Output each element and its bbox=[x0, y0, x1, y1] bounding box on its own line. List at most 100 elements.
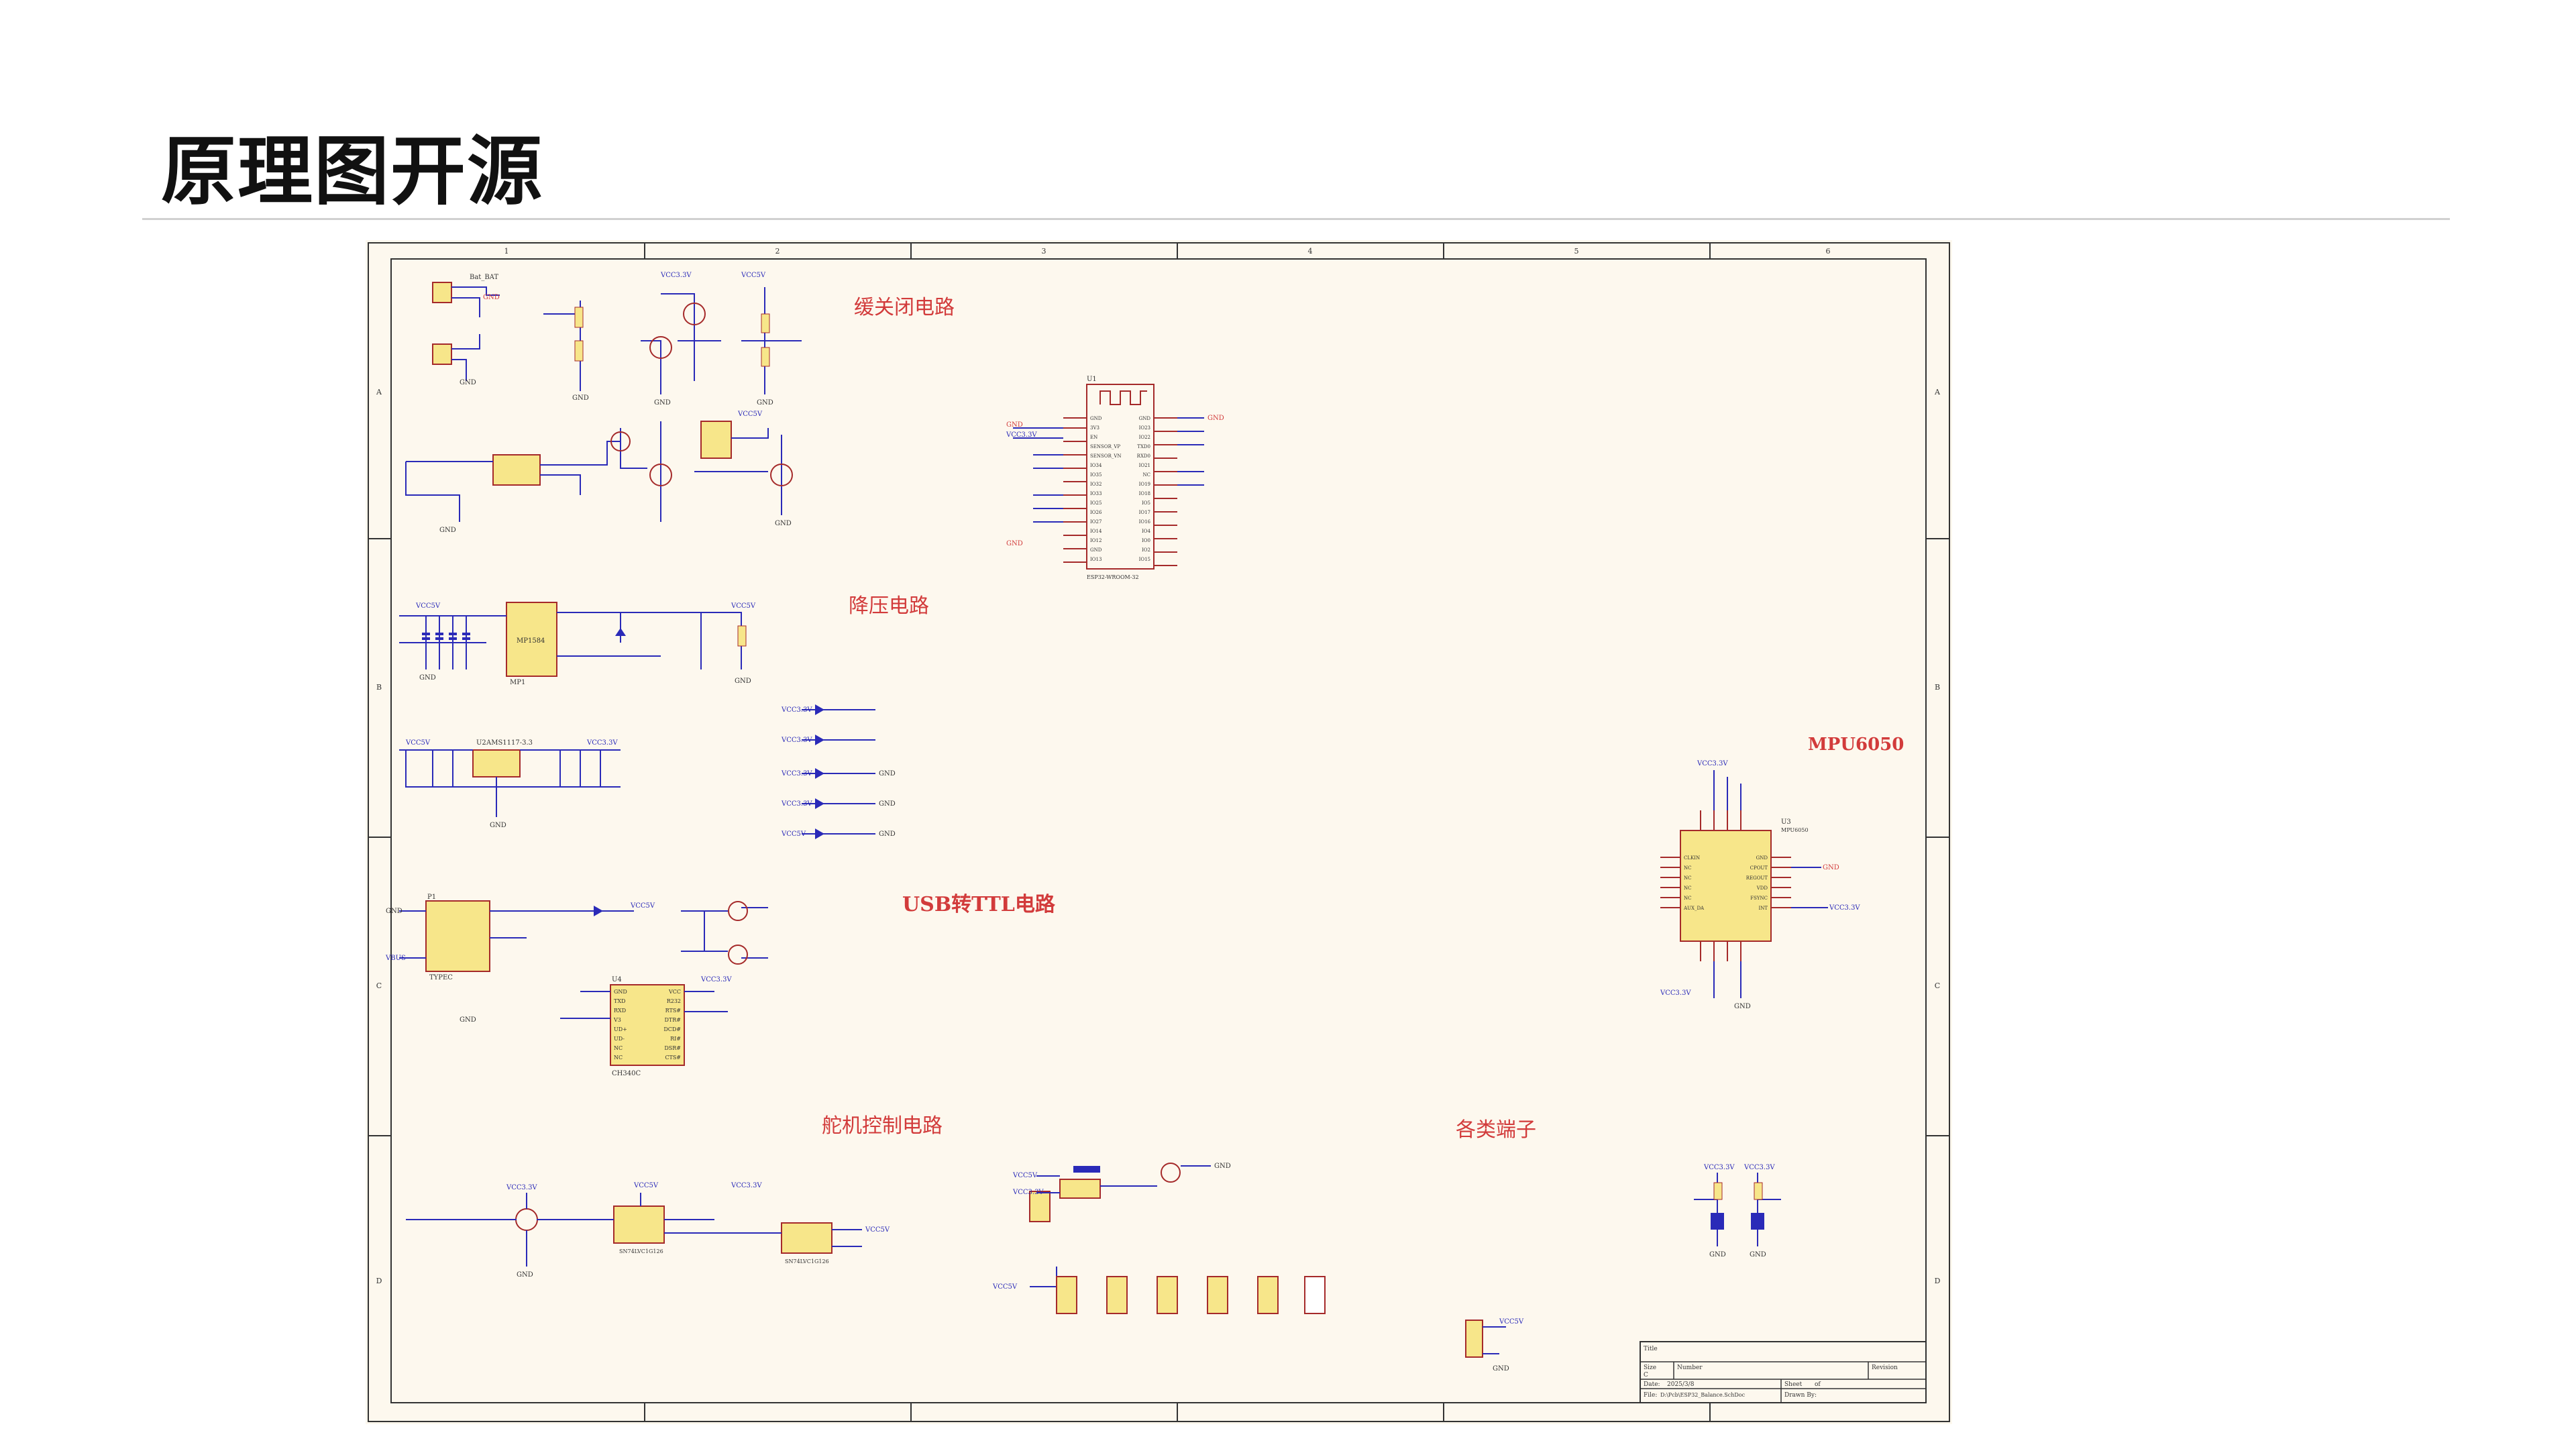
section-label-usb-ttl: USB转TTL电路 bbox=[902, 893, 1056, 916]
pin-label: IO18 bbox=[1139, 491, 1150, 496]
net-label-gnd: GND bbox=[490, 822, 506, 829]
section-label-power-switch: 缓关闭电路 bbox=[854, 296, 955, 319]
net-label-gnd: GND bbox=[460, 1016, 476, 1024]
pin-label: CLKIN bbox=[1684, 855, 1700, 861]
terminal-headers: VCC5V VCC3.3V GND VCC5V VCC5V GND bbox=[992, 1163, 1524, 1373]
title-block-sheet-of: of bbox=[1815, 1381, 1821, 1388]
net-label-gnd: GND bbox=[1493, 1365, 1509, 1373]
net-label-vbus: VBUS bbox=[385, 955, 406, 962]
part-label-typec: P1 bbox=[427, 894, 436, 901]
section-label-terminals: 各类端子 bbox=[1456, 1118, 1536, 1142]
pin-label: NC bbox=[1684, 875, 1691, 881]
net-label-gnd: GND bbox=[735, 678, 751, 685]
pin-label: IO21 bbox=[1139, 463, 1150, 468]
buck-circuit: MP1 MP1584 VCC5V VCC5V GND GND bbox=[399, 602, 756, 686]
pin-label: NC bbox=[1684, 865, 1691, 871]
net-label-gnd: GND bbox=[419, 674, 436, 682]
servo-circuit: SN74LVC1G126 SN74LVC1G126 VCC3.3V VCC5V … bbox=[406, 1182, 890, 1279]
title-block-size-value: C bbox=[1644, 1372, 1648, 1379]
pin-label: AUX_DA bbox=[1683, 906, 1705, 911]
net-label-vcc5: VCC5V bbox=[731, 602, 756, 610]
pin-label: VCC bbox=[668, 989, 681, 995]
pin-label: IO25 bbox=[1090, 500, 1102, 506]
pin-label: IO0 bbox=[1142, 538, 1150, 543]
part-name-typec: TYPEC bbox=[429, 974, 453, 981]
title-divider bbox=[142, 218, 2450, 220]
net-label-gnd: GND bbox=[1208, 415, 1224, 422]
row-label: A bbox=[1934, 388, 1941, 396]
page-title: 原理图开源 bbox=[161, 128, 543, 215]
pin-label: EN bbox=[1090, 435, 1097, 440]
title-block-file-value: D:\Pcb\ESP32_Balance.SchDoc bbox=[1660, 1392, 1746, 1398]
pin-label: IO17 bbox=[1139, 510, 1150, 515]
row-label: B bbox=[376, 683, 382, 692]
pin-label: VDD bbox=[1756, 885, 1768, 891]
pin-label: RTS# bbox=[665, 1008, 682, 1014]
pin-label: INT bbox=[1758, 906, 1768, 911]
pin-label: GND bbox=[1090, 547, 1102, 553]
pin-label: SENSOR_VP bbox=[1090, 444, 1120, 449]
pin-label: IO5 bbox=[1142, 500, 1150, 506]
pin-label: CTS# bbox=[665, 1055, 681, 1061]
pin-label: GND bbox=[614, 989, 627, 995]
title-block-file-label: File: bbox=[1644, 1392, 1657, 1399]
col-label: 2 bbox=[775, 247, 780, 256]
pin-label: GND bbox=[1090, 416, 1102, 421]
part-name-level1: SN74LVC1G126 bbox=[619, 1248, 663, 1254]
net-label-gnd: GND bbox=[879, 770, 896, 777]
net-label-vcc33: VCC3.3V bbox=[506, 1184, 537, 1191]
pin-label: RI# bbox=[670, 1036, 681, 1042]
net-label-vcc5: VCC5V bbox=[992, 1283, 1018, 1291]
pin-label: NC bbox=[1684, 885, 1691, 891]
pin-label: GND bbox=[1756, 855, 1768, 861]
pin-label: IO22 bbox=[1139, 435, 1150, 440]
net-label-vcc33: VCC3.3V bbox=[1006, 431, 1037, 439]
net-label-gnd: GND bbox=[757, 399, 773, 407]
pin-label: RXD0 bbox=[1137, 453, 1150, 459]
net-label-vcc33: VCC3.3V bbox=[1703, 1164, 1735, 1171]
pin-label: DTR# bbox=[665, 1017, 682, 1023]
net-label-gnd: GND bbox=[1214, 1163, 1231, 1170]
title-block-date-value: 2025/3/8 bbox=[1667, 1381, 1695, 1388]
net-label-vcc5: VCC5V bbox=[630, 902, 655, 910]
pin-label: IO14 bbox=[1090, 529, 1102, 534]
power-control-circuit: GND GND VCC5V bbox=[405, 411, 793, 534]
title-block-revision-label: Revision bbox=[1872, 1364, 1898, 1371]
net-label-gnd: GND bbox=[1823, 864, 1839, 871]
button-circuits: VCC3.3V VCC3.3V GND GND bbox=[1694, 1164, 1781, 1258]
pin-label: IO12 bbox=[1090, 538, 1102, 543]
title-block-title-label: Title bbox=[1644, 1346, 1658, 1352]
pin-label: TXD bbox=[614, 998, 625, 1004]
net-label-vcc33: VCC3.3V bbox=[781, 770, 812, 777]
net-label-vcc33: VCC3.3V bbox=[700, 976, 732, 983]
net-label-vcc5: VCC5V bbox=[781, 830, 806, 838]
net-label-gnd: GND bbox=[775, 520, 792, 527]
title-block-date-label: Date: bbox=[1644, 1381, 1660, 1388]
col-label: 1 bbox=[504, 247, 509, 256]
ch340-pins: GND TXD RXD V3 UD+ UD- NC NC VCC R232 RT… bbox=[613, 989, 681, 1061]
net-label-vcc5: VCC5V bbox=[1012, 1172, 1038, 1179]
typec-connector: TYPEC P1 GND VBUS VCC5V bbox=[385, 894, 655, 981]
pin-label: SENSOR_VN bbox=[1090, 453, 1122, 459]
pin-label: 3V3 bbox=[1090, 425, 1099, 431]
power-switch-circuit: Bat_BAT VCC3.3V VCC5V GND GND GND GND GN… bbox=[432, 272, 802, 407]
pin-label: IO15 bbox=[1139, 557, 1150, 562]
net-label-vcc33: VCC3.3V bbox=[781, 706, 812, 714]
col-label: 5 bbox=[1574, 247, 1579, 256]
part-label-esp32: U1 bbox=[1087, 376, 1097, 383]
mpu6050-chip: CLKIN NC NC NC NC AUX_DA GND CPOUT REGOU… bbox=[1660, 760, 1860, 1010]
net-label-vcc5: VCC5V bbox=[1499, 1318, 1524, 1326]
pin-label: IO13 bbox=[1090, 557, 1102, 562]
col-label: 6 bbox=[1826, 247, 1831, 256]
part-name-level2: SN74LVC1G126 bbox=[785, 1258, 829, 1265]
led-column: VCC3.3V VCC3.3V VCC3.3V VCC3.3V VCC5V GN… bbox=[781, 704, 896, 839]
net-label-vcc33: VCC3.3V bbox=[586, 739, 618, 747]
net-label-gnd: GND bbox=[879, 830, 896, 838]
part-label-ch340: U4 bbox=[612, 976, 622, 983]
net-label-vcc5: VCC5V bbox=[633, 1182, 659, 1189]
pin-label: CPOUT bbox=[1750, 865, 1768, 871]
net-label-gnd: GND bbox=[1750, 1251, 1766, 1258]
net-label-vcc33: VCC3.3V bbox=[1697, 760, 1728, 767]
pin-label: IO19 bbox=[1139, 482, 1150, 487]
net-label-vcc5: VCC5V bbox=[737, 411, 763, 418]
